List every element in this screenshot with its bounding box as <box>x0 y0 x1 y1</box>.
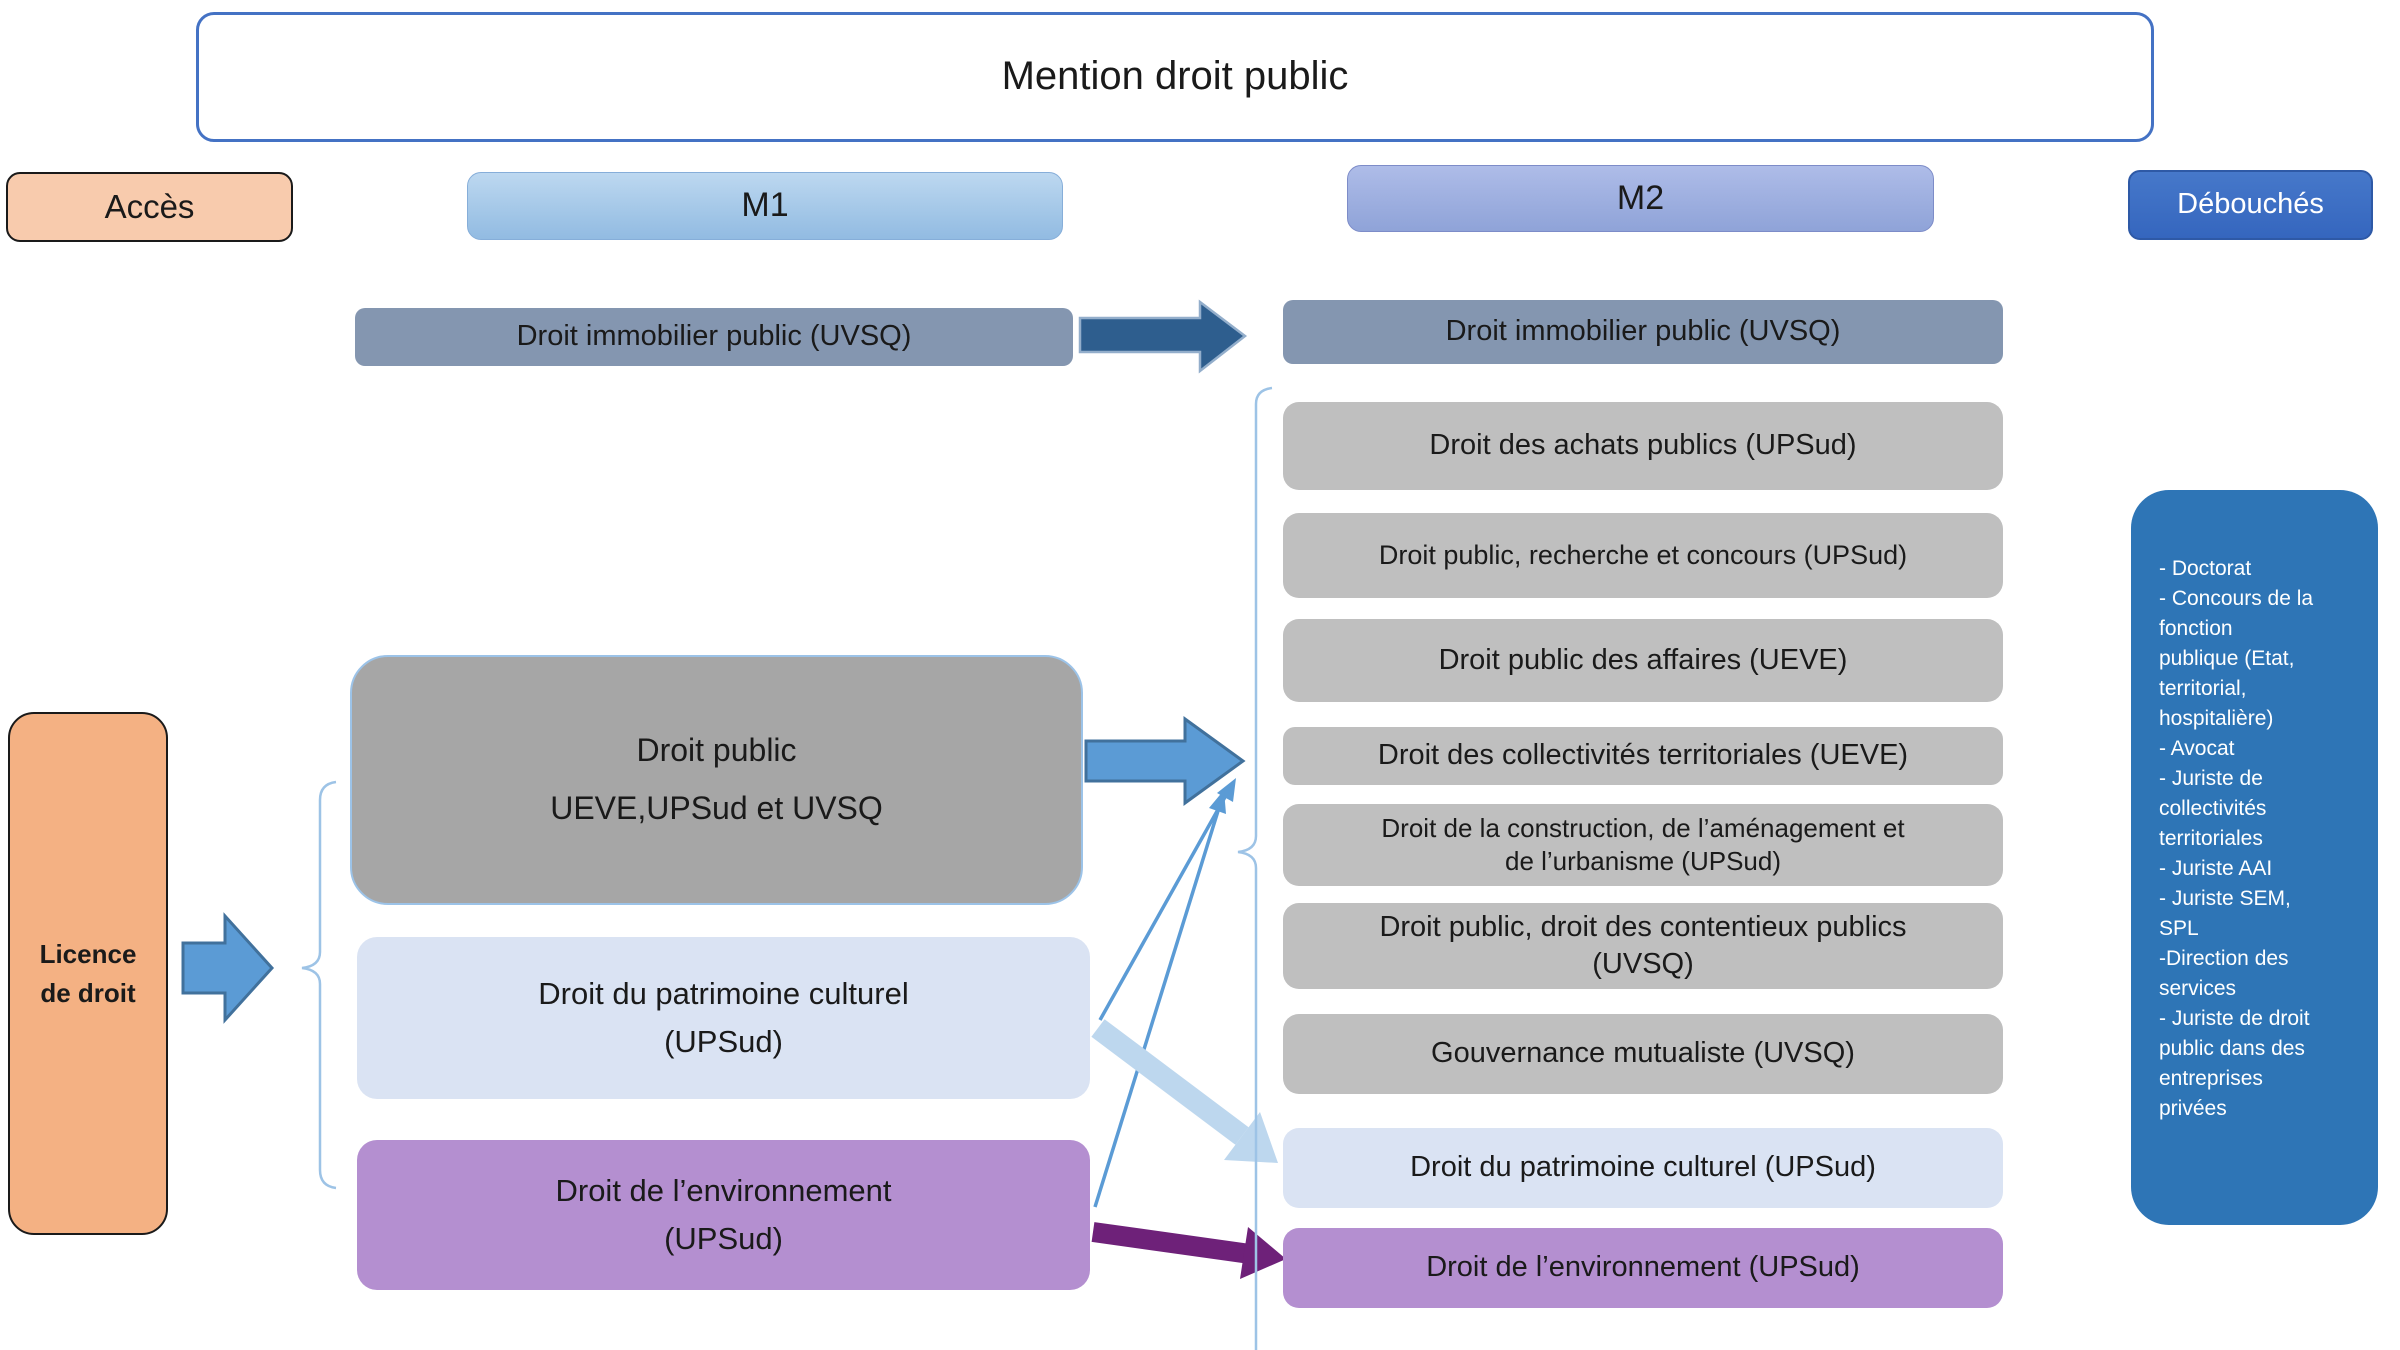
header-m2-label: M2 <box>1616 178 1665 217</box>
m2-gouvernance-mutualiste-box: Gouvernance mutualiste (UVSQ) <box>1283 1014 2003 1094</box>
m2-contentieux-publics-line2: (UVSQ) <box>1592 948 1694 980</box>
patrimoine-to-m2group-arrowhead <box>1217 778 1236 802</box>
debouches-list-text: - Doctorat - Concours de la fonction pub… <box>2159 557 2314 1120</box>
diagram-title: Mention droit public <box>196 12 2154 142</box>
m1-droit-public-line1: Droit public <box>636 732 797 769</box>
m1-droit-public-box: Droit public UEVE,UPSud et UVSQ <box>350 655 1083 905</box>
debouches-list-box: - Doctorat - Concours de la fonction pub… <box>2131 490 2378 1225</box>
m2-patrimoine-box: Droit du patrimoine culturel (UPSud) <box>1283 1128 2003 1208</box>
licence-de-droit-box: Licence de droit <box>8 712 168 1235</box>
m2-construction-urbanisme-line2: de l’urbanisme (UPSud) <box>1504 846 1781 876</box>
header-m1-label: M1 <box>741 186 789 225</box>
m2-contentieux-publics-line1: Droit public, droit des contentieux publ… <box>1379 910 1907 943</box>
environnement-m1-to-m2-arrowhead <box>1240 1227 1286 1279</box>
m2-collectivites-territoriales-label: Droit des collectivités territoriales (U… <box>1377 739 1909 772</box>
m1-group-brace <box>301 780 337 1190</box>
m2-environnement-label: Droit de l’environnement (UPSud) <box>1426 1251 1860 1284</box>
m2-contentieux-publics-box: Droit public, droit des contentieux publ… <box>1283 903 2003 989</box>
m2-achats-publics-box: Droit des achats publics (UPSud) <box>1283 402 2003 490</box>
m2-recherche-concours-box: Droit public, recherche et concours (UPS… <box>1283 513 2003 598</box>
header-acces-label: Accès <box>104 187 195 225</box>
environnement-m1-to-m2-line <box>1091 1222 1252 1264</box>
m2-achats-publics-label: Droit des achats publics (UPSud) <box>1429 429 1857 462</box>
m2-environnement-box: Droit de l’environnement (UPSud) <box>1283 1228 2003 1308</box>
environnement-to-m2group-arrowhead <box>1209 790 1226 814</box>
m2-patrimoine-label: Droit du patrimoine culturel (UPSud) <box>1410 1151 1876 1184</box>
droit-public-to-m2-arrow <box>1084 716 1246 806</box>
header-debouches-label: Débouchés <box>2177 188 2324 221</box>
environnement-to-m2group-line <box>1093 810 1220 1208</box>
m1-environnement-line1: Droit de l’environnement <box>555 1172 892 1208</box>
patrimoine-m1-to-m2-line <box>1091 1019 1249 1145</box>
licence-to-m1-arrow <box>181 912 275 1024</box>
m2-construction-urbanisme-line1: Droit de la construction, de l’aménageme… <box>1381 812 1905 843</box>
m2-droit-public-affaires-box: Droit public des affaires (UEVE) <box>1283 619 2003 702</box>
m1-patrimoine-line2: (UPSud) <box>664 1024 783 1059</box>
m2-gouvernance-mutualiste-label: Gouvernance mutualiste (UVSQ) <box>1431 1037 1855 1070</box>
m2-droit-immobilier-box: Droit immobilier public (UVSQ) <box>1283 300 2003 364</box>
m1-patrimoine-box: Droit du patrimoine culturel (UPSud) <box>357 937 1090 1099</box>
m1-environnement-box: Droit de l’environnement (UPSud) <box>357 1140 1090 1290</box>
m1-droit-public-line2: UEVE,UPSud et UVSQ <box>550 790 883 826</box>
m1-droit-immobilier-box: Droit immobilier public (UVSQ) <box>355 308 1073 366</box>
diagram-title-label: Mention droit public <box>1001 54 1349 99</box>
m2-group-brace <box>1237 386 1273 1350</box>
header-acces: Accès <box>6 172 293 242</box>
licence-line1: Licence <box>39 938 137 969</box>
patrimoine-m1-to-m2-arrowhead <box>1224 1112 1278 1163</box>
licence-line2: de droit <box>40 977 136 1008</box>
header-debouches: Débouchés <box>2128 170 2373 240</box>
header-m2: M2 <box>1347 165 1934 232</box>
m2-droit-public-affaires-label: Droit public des affaires (UEVE) <box>1438 643 1848 676</box>
m1-patrimoine-line1: Droit du patrimoine culturel <box>538 975 909 1011</box>
m1-environnement-line2: (UPSud) <box>664 1221 783 1256</box>
patrimoine-to-m2group-line <box>1098 796 1227 1021</box>
m2-recherche-concours-label: Droit public, recherche et concours (UPS… <box>1378 540 1908 571</box>
m2-collectivites-territoriales-box: Droit des collectivités territoriales (U… <box>1283 727 2003 785</box>
m2-construction-urbanisme-box: Droit de la construction, de l’aménageme… <box>1283 804 2003 886</box>
m2-droit-immobilier-label: Droit immobilier public (UVSQ) <box>1445 315 1841 348</box>
header-m1: M1 <box>467 172 1063 240</box>
immobilier-m1-to-m2-arrow <box>1078 299 1248 374</box>
m1-droit-immobilier-label: Droit immobilier public (UVSQ) <box>516 320 912 353</box>
